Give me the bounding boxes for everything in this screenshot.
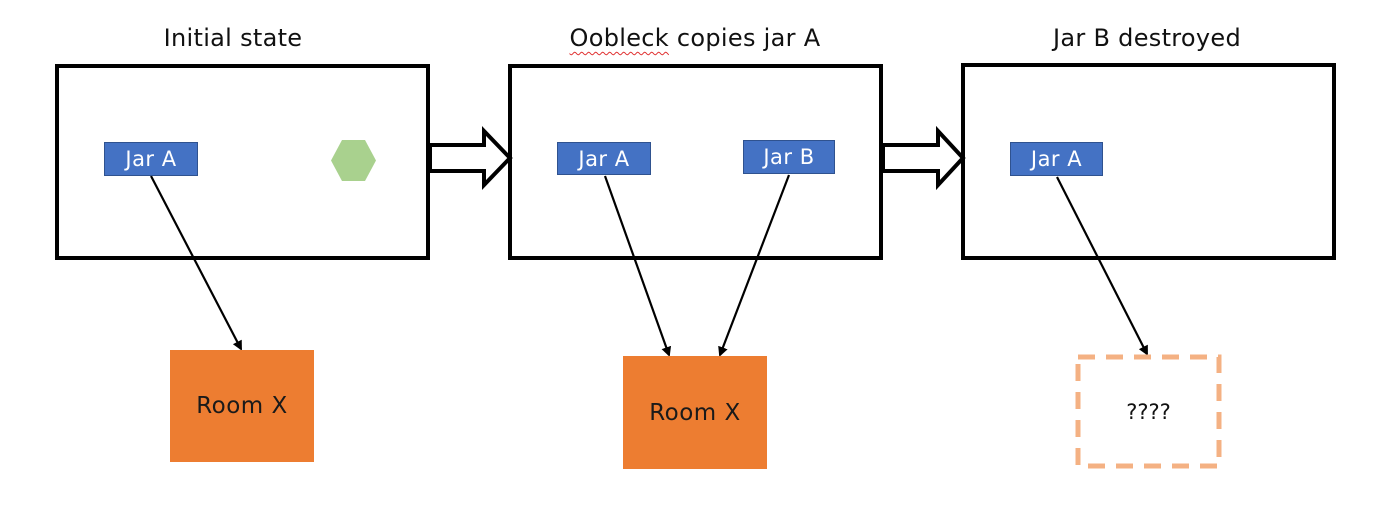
panel-2-title: Oobleck copies jar A bbox=[570, 24, 821, 52]
jar-a-panel-2: Jar A bbox=[557, 142, 651, 175]
panel-2-title-rest: copies jar A bbox=[668, 24, 821, 52]
panel-1-title: Initial state bbox=[163, 24, 303, 52]
unknown-room-panel-3: ???? bbox=[1076, 355, 1221, 468]
jar-label: Jar A bbox=[125, 147, 177, 171]
oobleck-word: Oobleck bbox=[569, 24, 669, 52]
jar-a-panel-1: Jar A bbox=[104, 142, 198, 176]
room-label: Room X bbox=[649, 399, 741, 426]
transition-arrow-2 bbox=[881, 125, 966, 191]
panel-3-title: Jar B destroyed bbox=[1052, 24, 1242, 52]
jar-b-panel-2: Jar B bbox=[743, 140, 835, 174]
jar-label: Jar B bbox=[763, 145, 815, 169]
unknown-room-label: ???? bbox=[1126, 399, 1171, 424]
room-label: Room X bbox=[196, 393, 288, 419]
jar-a-panel-3: Jar A bbox=[1010, 142, 1103, 176]
transition-arrow-1 bbox=[428, 126, 513, 190]
jar-label: Jar A bbox=[578, 146, 630, 171]
room-x-panel-1: Room X bbox=[170, 350, 314, 462]
jar-label: Jar A bbox=[1030, 147, 1083, 171]
room-x-panel-2: Room X bbox=[623, 356, 767, 469]
